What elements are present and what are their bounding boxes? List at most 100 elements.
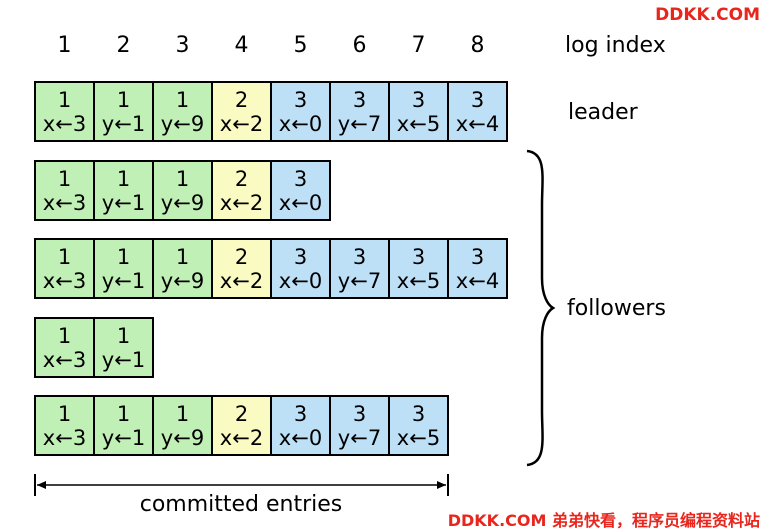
log-entry-box (388, 238, 449, 299)
entry-term: 1 (176, 402, 189, 426)
log-entry-box (93, 395, 154, 456)
entry-term: 1 (58, 245, 71, 269)
entry-term: 1 (117, 88, 130, 112)
log-index-number: 1 (58, 33, 72, 58)
entry-command: x←3 (43, 269, 86, 293)
follower-log: 1x←31y←11y←92x←23x←0 (34, 160, 331, 221)
log-entry: 1x←3 (34, 317, 95, 378)
log-entry-box (152, 238, 213, 299)
entry-term: 3 (294, 88, 307, 112)
entry-command: y←9 (161, 269, 204, 293)
log-entry-box (93, 81, 154, 142)
entry-command: y←9 (161, 426, 204, 450)
log-entry-box (211, 160, 272, 221)
leader-label: leader (568, 100, 639, 125)
log-entry: 2x←2 (211, 81, 272, 142)
entry-term: 1 (176, 88, 189, 112)
log-entry-box (93, 317, 154, 378)
log-index-number: 3 (176, 33, 190, 58)
entry-term: 1 (58, 324, 71, 348)
entry-command: x←2 (220, 269, 263, 293)
log-entry: 2x←2 (211, 160, 272, 221)
entry-command: y←7 (338, 426, 381, 450)
log-entry-box (211, 238, 272, 299)
entry-command: y←1 (102, 269, 145, 293)
follower-log: 1x←31y←1 (34, 317, 154, 378)
log-index-number: 5 (294, 33, 308, 58)
log-index-number: 4 (235, 33, 249, 58)
log-index-number: 6 (353, 33, 367, 58)
log-index-label: log index (565, 33, 666, 58)
log-entry: 3y←7 (329, 238, 390, 299)
entry-term: 2 (235, 167, 248, 191)
entry-command: x←4 (456, 112, 499, 136)
log-entry-box (329, 81, 390, 142)
log-entry: 1x←3 (34, 160, 95, 221)
log-entry-box (388, 81, 449, 142)
entry-term: 2 (235, 245, 248, 269)
entry-command: y←1 (102, 191, 145, 215)
entry-command: x←3 (43, 426, 86, 450)
follower-log: 1x←31y←11y←92x←23x←03y←73x←53x←4 (34, 238, 508, 299)
entry-command: y←9 (161, 112, 204, 136)
log-entry-box (329, 395, 390, 456)
entry-term: 3 (353, 245, 366, 269)
log-entry-box (388, 395, 449, 456)
log-entry: 3x←4 (447, 238, 508, 299)
entry-term: 3 (294, 402, 307, 426)
entry-command: x←0 (279, 269, 322, 293)
entry-command: x←0 (279, 426, 322, 450)
entry-command: y←1 (102, 348, 145, 372)
entry-command: x←5 (397, 426, 440, 450)
entry-command: x←0 (279, 191, 322, 215)
entry-term: 3 (353, 88, 366, 112)
entry-term: 1 (117, 245, 130, 269)
entry-term: 2 (235, 402, 248, 426)
entry-term: 1 (117, 324, 130, 348)
log-entry: 1x←3 (34, 238, 95, 299)
entry-term: 3 (294, 245, 307, 269)
log-entry: 1y←1 (93, 81, 154, 142)
log-entry-box (270, 395, 331, 456)
watermark-top: DDKK.COM (655, 5, 760, 25)
log-entry: 3y←7 (329, 81, 390, 142)
entry-command: x←2 (220, 112, 263, 136)
log-entry-box (447, 238, 508, 299)
log-entry-box (34, 81, 95, 142)
log-entry: 2x←2 (211, 238, 272, 299)
watermark-bottom: DDKK.COM 弟弟快看，程序员编程资料站 (448, 511, 760, 530)
log-entry: 3x←0 (270, 81, 331, 142)
log-entry-box (270, 160, 331, 221)
leader-log: 1x←31y←11y←92x←23x←03y←73x←53x←4 (34, 81, 508, 142)
entry-command: x←5 (397, 112, 440, 136)
log-entry: 1y←1 (93, 395, 154, 456)
log-entry: 3x←5 (388, 395, 449, 456)
committed-span (34, 474, 449, 496)
entry-command: x←5 (397, 269, 440, 293)
entry-term: 1 (176, 167, 189, 191)
entry-term: 3 (353, 402, 366, 426)
log-entry: 1y←9 (152, 395, 213, 456)
committed-entries-label: committed entries (140, 492, 343, 517)
log-index-number: 2 (117, 33, 131, 58)
entry-term: 1 (58, 88, 71, 112)
log-entry: 1y←9 (152, 238, 213, 299)
entry-command: x←3 (43, 348, 86, 372)
followers-brace (526, 149, 556, 467)
log-entry: 1y←1 (93, 238, 154, 299)
entry-command: x←0 (279, 112, 322, 136)
log-entry: 2x←2 (211, 395, 272, 456)
log-entry: 1y←1 (93, 160, 154, 221)
log-entry: 1x←3 (34, 81, 95, 142)
log-entry: 3x←0 (270, 160, 331, 221)
log-entry-box (34, 317, 95, 378)
log-entry-box (270, 81, 331, 142)
entry-term: 3 (412, 402, 425, 426)
entry-command: x←3 (43, 191, 86, 215)
entry-command: x←3 (43, 112, 86, 136)
log-entry-box (329, 238, 390, 299)
entry-term: 1 (176, 245, 189, 269)
log-index-number: 8 (471, 33, 485, 58)
log-entry: 3x←5 (388, 81, 449, 142)
